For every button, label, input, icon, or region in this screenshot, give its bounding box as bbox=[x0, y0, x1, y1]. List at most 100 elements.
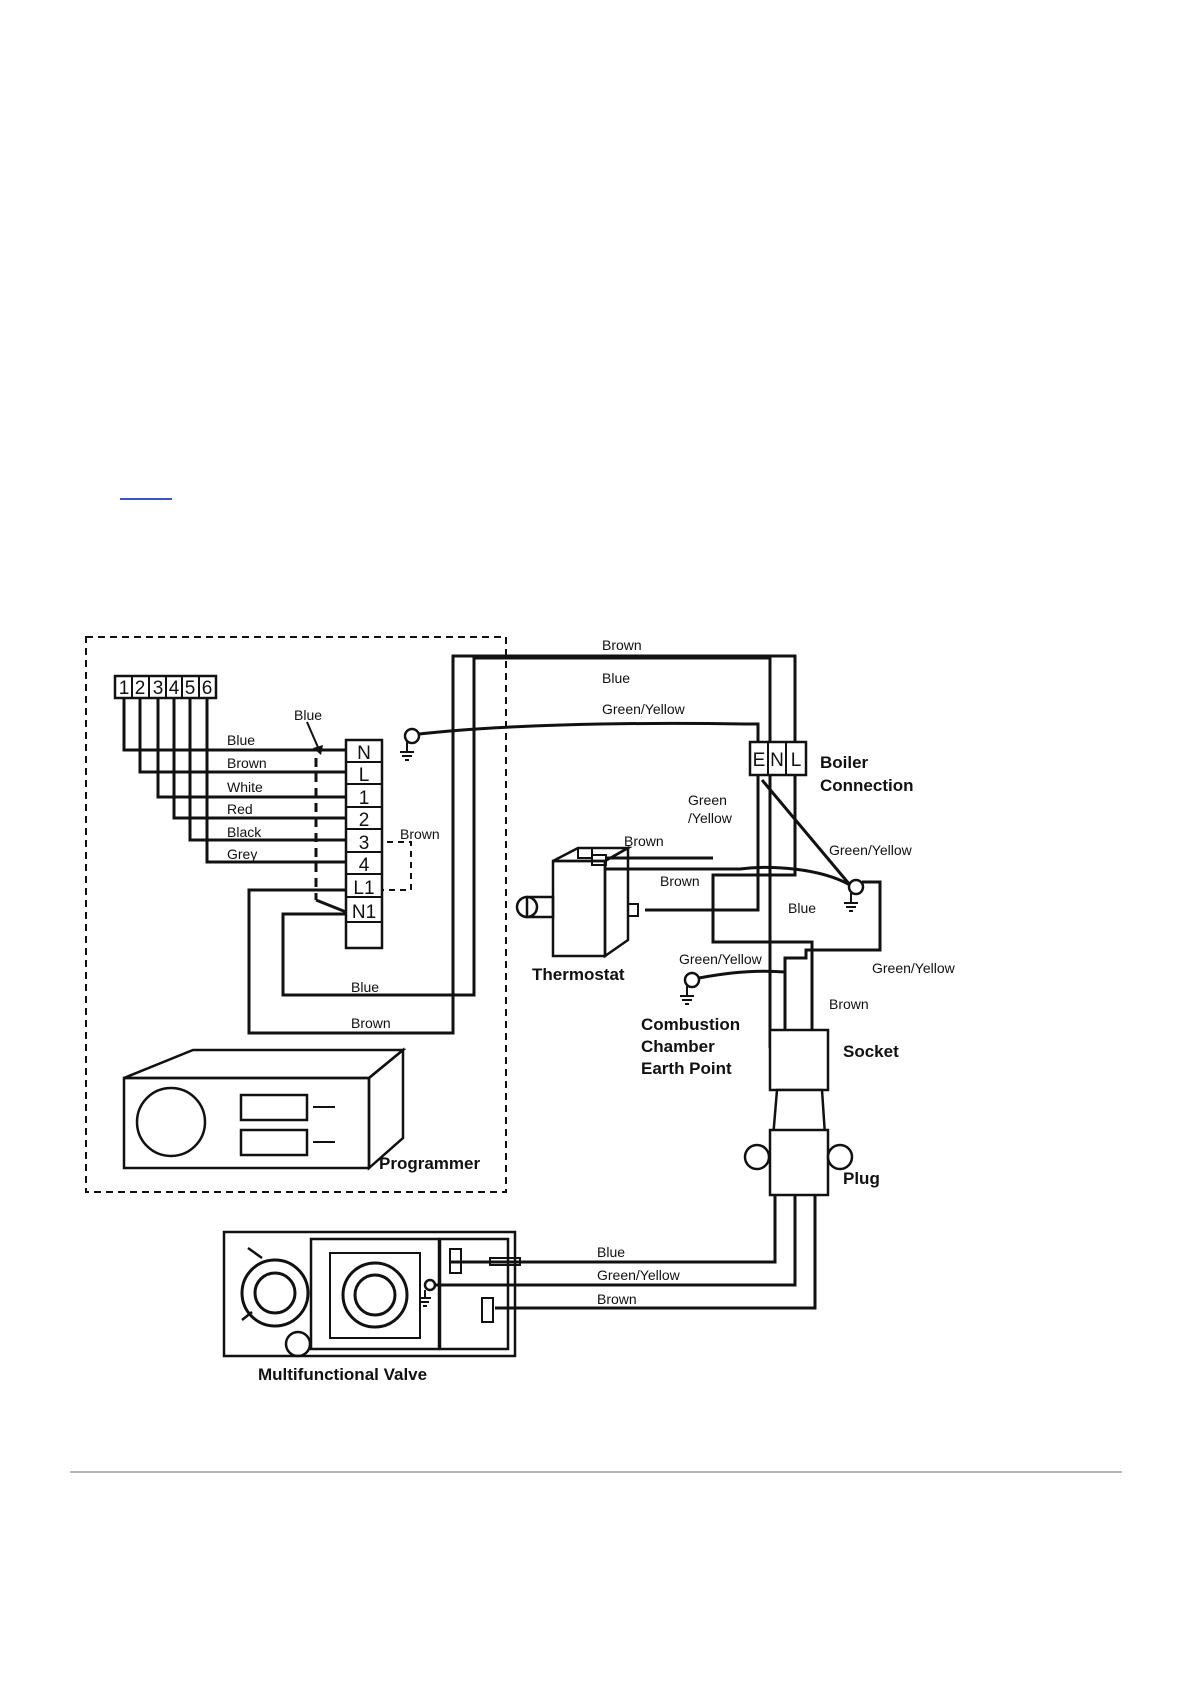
programmer-box-top bbox=[123, 1048, 407, 1080]
plug-body bbox=[768, 1128, 830, 1197]
programmer-top-terminals: 1 2 3 4 5 6 bbox=[113, 674, 218, 700]
earth-symbol-programmer bbox=[400, 742, 414, 761]
blue-pointer-head bbox=[313, 745, 323, 755]
brown-loop-link bbox=[365, 841, 412, 891]
plug-ear-right bbox=[826, 1143, 854, 1171]
label-earth-green-yellow: Green/Yellow bbox=[829, 842, 913, 858]
label-plug: Plug bbox=[843, 1169, 880, 1188]
wire-grey-6 bbox=[205, 698, 346, 864]
earth-symbol-right bbox=[844, 893, 858, 912]
thermostat-front bbox=[551, 859, 607, 958]
top-terminal-5: 5 bbox=[185, 678, 196, 699]
valve-earth-ring bbox=[423, 1278, 437, 1292]
right-terminal-1: 1 bbox=[359, 788, 370, 809]
label-green-line1: Green bbox=[688, 792, 727, 808]
programmer-dial bbox=[135, 1086, 207, 1158]
valve-left-outer bbox=[240, 1258, 310, 1328]
label-valve-green-yellow: Green/Yellow bbox=[597, 1267, 681, 1283]
label-socket: Socket bbox=[843, 1042, 899, 1061]
top-terminal-6: 6 bbox=[202, 678, 213, 699]
label-prog-grey: Grey bbox=[227, 846, 257, 862]
label-valve-blue: Blue bbox=[597, 1244, 625, 1260]
boiler-connection-terminals: E N L bbox=[748, 740, 808, 777]
valve-left-notch bbox=[241, 1246, 263, 1321]
right-terminal-n1: N1 bbox=[352, 902, 376, 923]
wire-white-3 bbox=[156, 698, 346, 799]
valve-center-outer bbox=[341, 1261, 409, 1329]
label-pointer-blue: Blue bbox=[294, 707, 322, 723]
valve-terminal-bottom bbox=[481, 1297, 494, 1323]
thermostat-side bbox=[603, 845, 630, 959]
label-link-blue: Blue bbox=[351, 979, 379, 995]
programmer-display-2 bbox=[239, 1128, 309, 1157]
label-cc-green-yellow: Green/Yellow bbox=[679, 951, 763, 967]
earth-symbol-valve bbox=[419, 1290, 431, 1307]
label-thermo-brown-1: Brown bbox=[624, 833, 664, 849]
right-terminal-l: L bbox=[359, 765, 370, 786]
programmer-box-front bbox=[122, 1076, 371, 1170]
valve-small-wheel bbox=[284, 1330, 312, 1358]
label-prog-red: Red bbox=[227, 801, 253, 817]
programmer-earth-ring bbox=[403, 727, 421, 745]
wire-green-yellow-top bbox=[418, 721, 760, 742]
programmer-right-terminals: N L 1 2 3 4 L1 N1 bbox=[344, 738, 384, 950]
label-right-green-yellow: Green/Yellow bbox=[872, 960, 956, 976]
page-link[interactable] bbox=[120, 478, 172, 500]
label-right-brown: Brown bbox=[829, 996, 869, 1012]
label-green-line2: /Yellow bbox=[688, 810, 733, 826]
label-prog-white: White bbox=[227, 779, 263, 795]
valve-terminal-clip bbox=[489, 1257, 521, 1266]
label-thermostat: Thermostat bbox=[532, 965, 625, 984]
right-earth-ring bbox=[847, 878, 865, 896]
top-terminal-4: 4 bbox=[169, 678, 180, 699]
wire-thermo-brown-2 bbox=[605, 865, 851, 887]
wire-green-yellow-thermo bbox=[645, 775, 760, 912]
valve-left-inner bbox=[253, 1271, 297, 1315]
right-terminal-n: N bbox=[357, 743, 371, 764]
valve-terminal-top bbox=[449, 1248, 462, 1274]
label-valve-brown: Brown bbox=[597, 1291, 637, 1307]
label-top-brown: Brown bbox=[602, 637, 642, 653]
label-combustion-line2: Chamber bbox=[641, 1037, 715, 1056]
label-link-brown: Brown bbox=[351, 1015, 391, 1031]
wire-brown-top bbox=[451, 654, 797, 742]
wire-valve-gy bbox=[435, 1195, 797, 1287]
wire-black-5 bbox=[188, 698, 346, 842]
right-terminal-4: 4 bbox=[359, 855, 370, 876]
wire-brown-2 bbox=[138, 698, 346, 774]
wire-blue-link bbox=[281, 656, 772, 997]
label-boiler-line1: Boiler bbox=[820, 753, 869, 772]
programmer-box-side bbox=[367, 1047, 405, 1171]
label-prog-brown: Brown bbox=[227, 755, 267, 771]
label-top-blue: Blue bbox=[602, 670, 630, 686]
programmer-enclosure bbox=[85, 636, 507, 1193]
wire-brown-link bbox=[247, 658, 455, 1035]
label-boiler-line2: Connection bbox=[820, 776, 914, 795]
label-combustion-line1: Combustion bbox=[641, 1015, 740, 1034]
label-thermo-brown-2: Brown bbox=[660, 873, 700, 889]
boiler-terminal-n: N bbox=[770, 750, 784, 771]
label-combustion-line3: Earth Point bbox=[641, 1059, 732, 1078]
thermostat-stem bbox=[525, 895, 555, 919]
label-top-green-yellow: Green/Yellow bbox=[602, 701, 686, 717]
label-vertical-blue: Blue bbox=[788, 900, 816, 916]
label-prog-blue: Blue bbox=[227, 732, 255, 748]
internal-blue-tail bbox=[315, 898, 347, 914]
valve-center-inner bbox=[353, 1273, 397, 1317]
top-terminal-3: 3 bbox=[153, 678, 164, 699]
wire-gy-vertical bbox=[783, 880, 882, 1048]
right-terminal-l1: L1 bbox=[353, 878, 374, 899]
thermostat-tab-2 bbox=[591, 854, 607, 866]
label-loop-brown: Brown bbox=[400, 826, 440, 842]
footer-rule bbox=[70, 1471, 1122, 1473]
label-programmer: Programmer bbox=[379, 1154, 480, 1173]
valve-terminal-block bbox=[438, 1237, 510, 1351]
wire-red-4 bbox=[172, 698, 346, 820]
top-terminal-2: 2 bbox=[135, 678, 146, 699]
wire-blue-1 bbox=[122, 698, 346, 752]
label-valve: Multifunctional Valve bbox=[258, 1365, 427, 1384]
boiler-terminal-e: E bbox=[753, 750, 766, 771]
thermostat-tab-1 bbox=[577, 847, 593, 859]
wire-valve-brown bbox=[495, 1195, 817, 1310]
